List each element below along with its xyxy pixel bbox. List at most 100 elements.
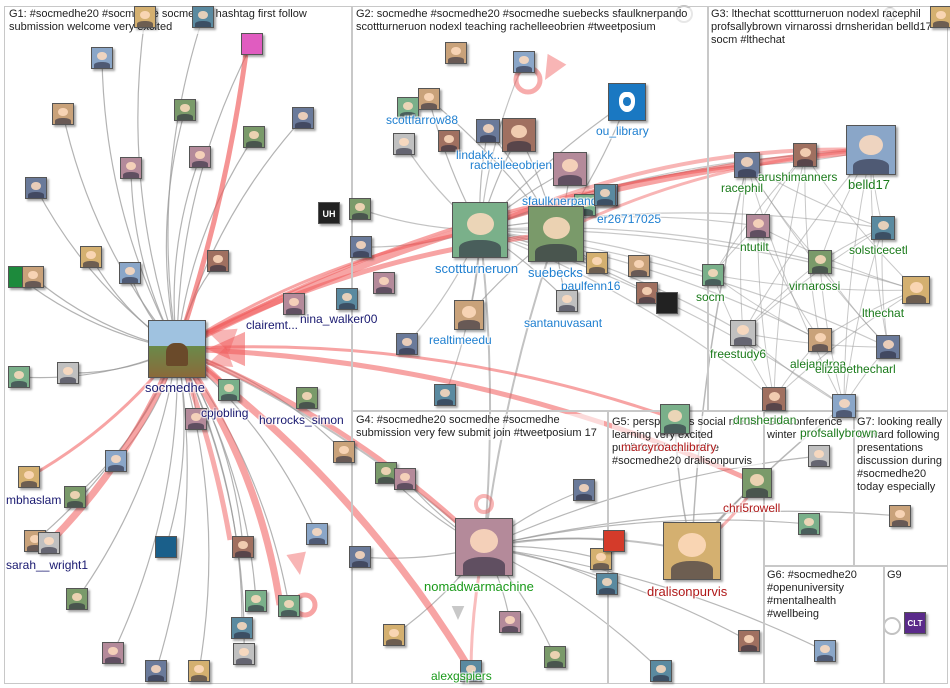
avatar-node[interactable] [814,640,836,662]
avatar-node[interactable] [373,272,395,294]
avatar-node[interactable] [145,660,167,682]
avatar-image[interactable] [528,206,584,262]
avatar-node[interactable] [628,255,650,277]
avatar-node[interactable] [8,366,30,388]
avatar-node[interactable] [930,6,950,28]
avatar-image[interactable] [452,202,508,258]
avatar-image[interactable] [871,216,895,240]
avatar-image[interactable] [746,214,770,238]
avatar-image[interactable] [808,328,832,352]
avatar-image[interactable] [660,404,690,434]
avatar-node[interactable] [333,441,355,463]
avatar-node[interactable] [394,468,416,490]
avatar-node[interactable] [808,445,830,467]
avatar-node[interactable] [292,107,314,129]
avatar-image[interactable] [846,125,896,175]
avatar-node[interactable] [636,282,658,304]
avatar-node[interactable] [91,47,113,69]
avatar-node[interactable] [596,573,618,595]
avatar-node[interactable] [64,486,86,508]
uh-logo-icon[interactable]: UH [318,202,340,224]
avatar-image[interactable] [742,468,772,498]
avatar-image[interactable] [148,320,206,378]
avatar-node[interactable] [185,408,207,430]
avatar-node[interactable] [445,42,467,64]
avatar-node[interactable] [434,384,456,406]
avatar-image[interactable] [553,152,587,186]
avatar-image[interactable] [502,118,536,152]
avatar-node[interactable] [544,646,566,668]
avatar-image[interactable] [832,394,856,418]
clt-logo-icon[interactable]: CLT [904,612,926,634]
avatar-node[interactable] [232,536,254,558]
edge [712,154,806,276]
avatar-image[interactable] [586,252,608,274]
avatar-node[interactable] [52,103,74,125]
avatar-node[interactable] [105,450,127,472]
avatar-image[interactable] [902,276,930,304]
avatar-node[interactable] [22,266,44,288]
avatar-image[interactable] [730,320,756,346]
avatar-node[interactable] [155,536,177,558]
avatar-node[interactable] [241,33,263,55]
avatar-node[interactable] [57,362,79,384]
avatar-image[interactable] [808,250,832,274]
avatar-node[interactable] [393,133,415,155]
avatar-node[interactable] [383,624,405,646]
avatar-image[interactable] [762,387,786,411]
avatar-node[interactable] [513,51,535,73]
avatar-node[interactable] [80,246,102,268]
avatar-node[interactable] [231,617,253,639]
avatar-node[interactable] [889,505,911,527]
avatar-node[interactable] [233,643,255,665]
avatar-node[interactable] [174,99,196,121]
avatar-image[interactable] [296,387,318,409]
avatar-node[interactable] [396,333,418,355]
avatar-image[interactable] [594,184,616,206]
avatar-node[interactable] [102,642,124,664]
avatar-image[interactable] [336,288,358,310]
ou-logo-icon[interactable] [608,83,646,121]
avatar-node[interactable] [278,595,300,617]
avatar-node[interactable] [590,548,612,570]
avatar-node[interactable] [120,157,142,179]
avatar-node[interactable] [188,660,210,682]
avatar-node[interactable] [350,236,372,258]
avatar-node[interactable] [650,660,672,682]
avatar-image[interactable] [663,522,721,580]
avatar-image[interactable] [283,293,305,315]
avatar-image[interactable] [556,290,578,312]
avatar-image[interactable] [460,660,482,682]
avatar-node[interactable] [349,198,371,220]
avatar-node[interactable] [245,590,267,612]
avatar-image[interactable] [18,466,40,488]
avatar-node[interactable] [192,6,214,28]
avatar-image[interactable] [454,300,484,330]
avatar-image[interactable] [218,379,240,401]
avatar-image[interactable] [734,152,760,178]
avatar-node[interactable] [375,462,397,484]
avatar-node[interactable] [207,250,229,272]
avatar-node[interactable] [25,177,47,199]
avatar-image[interactable] [455,518,513,576]
avatar-node[interactable] [66,588,88,610]
avatar-node[interactable] [189,146,211,168]
avatar-node[interactable] [349,546,371,568]
avatar-image[interactable] [476,119,500,143]
avatar-image[interactable] [876,335,900,359]
avatar-node[interactable] [656,292,678,314]
avatar-image[interactable] [702,264,724,286]
avatar-node[interactable] [438,130,460,152]
avatar-image[interactable] [418,88,440,110]
avatar-node[interactable] [134,6,156,28]
avatar-image[interactable] [38,532,60,554]
avatar-image[interactable] [793,143,817,167]
avatar-node[interactable] [119,262,141,284]
avatar-node[interactable] [798,513,820,535]
avatar-node[interactable] [499,611,521,633]
avatar-node[interactable] [306,523,328,545]
avatar-node[interactable] [738,630,760,652]
avatar-node[interactable] [603,530,625,552]
avatar-node[interactable] [243,126,265,148]
avatar-node[interactable] [573,479,595,501]
